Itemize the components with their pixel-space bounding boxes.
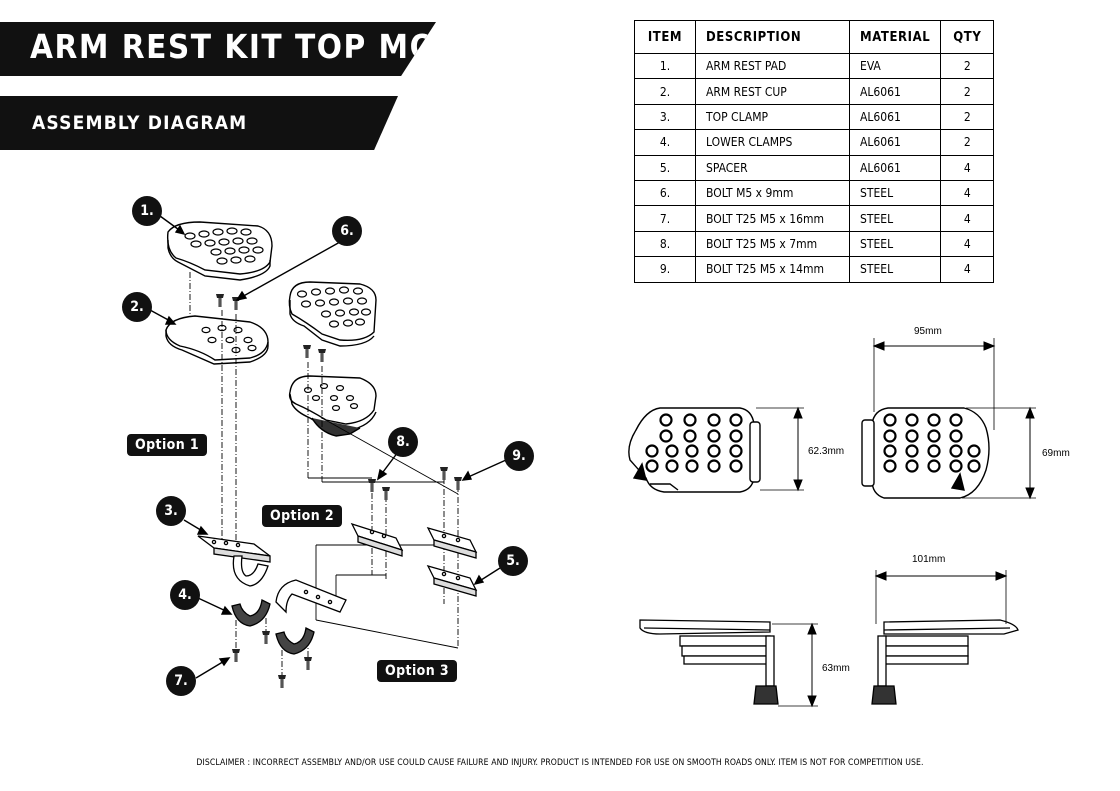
item-number: 4. bbox=[634, 129, 696, 156]
option3-clamp bbox=[275, 579, 347, 614]
table-row: 2. ARM REST CUP AL6061 2 bbox=[634, 78, 995, 105]
callout-7: 7. bbox=[166, 666, 196, 696]
arm-rest-cup-right bbox=[288, 375, 377, 437]
page-title: ARM REST KIT TOP MOUNT bbox=[30, 27, 511, 66]
callout-5: 5. bbox=[498, 546, 528, 576]
dimension-lines bbox=[756, 338, 1036, 708]
dim-height-left: 62.3mm bbox=[808, 446, 845, 457]
item-material: STEEL bbox=[848, 256, 942, 283]
item-qty: 2 bbox=[940, 129, 995, 156]
side-view-left bbox=[639, 619, 779, 705]
top-clamp bbox=[197, 535, 271, 587]
callout-1: 1. bbox=[132, 196, 162, 226]
table-row: 4. LOWER CLAMPS AL6061 2 bbox=[634, 129, 995, 156]
table-row: 9. BOLT T25 M5 x 14mm STEEL 4 bbox=[634, 256, 995, 283]
item-description: BOLT M5 x 9mm bbox=[695, 179, 850, 207]
item-qty: 2 bbox=[940, 78, 995, 105]
arm-rest-pad-right bbox=[288, 281, 377, 347]
item-description: SPACER bbox=[695, 154, 850, 181]
lower-clamps bbox=[231, 599, 315, 655]
arm-rest-pad-left bbox=[166, 221, 273, 281]
item-material: AL6061 bbox=[848, 129, 942, 156]
item-description: BOLT T25 M5 x 14mm bbox=[695, 256, 850, 283]
disclaimer-text: DISCLAIMER : INCORRECT ASSEMBLY AND/OR U… bbox=[196, 758, 924, 768]
item-material: AL6061 bbox=[848, 78, 942, 105]
parts-table-header-row: ITEM DESCRIPTION MATERIAL QTY bbox=[634, 20, 995, 54]
item-number: 8. bbox=[634, 230, 696, 258]
callout-2: 2. bbox=[122, 292, 152, 322]
item-number: 5. bbox=[634, 154, 696, 181]
top-view-left bbox=[628, 407, 761, 493]
header-qty: QTY bbox=[940, 20, 995, 54]
spacers bbox=[350, 522, 478, 597]
item-number: 9. bbox=[634, 256, 696, 283]
arm-rest-cup-left bbox=[165, 315, 269, 365]
dim-width-top: 95mm bbox=[914, 326, 942, 337]
callout-leaders bbox=[149, 215, 507, 679]
dim-height-side: 63mm bbox=[822, 663, 850, 674]
parts-table: ITEM DESCRIPTION MATERIAL QTY 1. ARM RES… bbox=[634, 20, 995, 283]
bolts-t25 bbox=[232, 467, 462, 688]
side-view-right bbox=[871, 619, 1019, 705]
table-row: 1. ARM REST PAD EVA 2 bbox=[634, 52, 995, 80]
option-1-label: Option 1 bbox=[127, 434, 208, 456]
dim-height-right: 69mm bbox=[1042, 448, 1070, 459]
item-number: 3. bbox=[634, 103, 696, 131]
page-subtitle: ASSEMBLY DIAGRAM bbox=[32, 112, 248, 134]
callout-4: 4. bbox=[170, 580, 200, 610]
item-description: ARM REST PAD bbox=[695, 52, 850, 80]
top-view-right bbox=[861, 407, 990, 499]
dim-width-side: 101mm bbox=[912, 554, 946, 565]
item-material: EVA bbox=[848, 52, 942, 80]
item-qty: 4 bbox=[940, 179, 995, 207]
callout-3: 3. bbox=[156, 496, 186, 526]
subtitle-banner: ASSEMBLY DIAGRAM bbox=[0, 96, 398, 150]
table-row: 7. BOLT T25 M5 x 16mm STEEL 4 bbox=[634, 205, 995, 232]
title-banner: ARM REST KIT TOP MOUNT bbox=[0, 22, 436, 76]
option-3-label: Option 3 bbox=[377, 660, 458, 682]
option-projection-lines bbox=[308, 417, 459, 649]
item-number: 1. bbox=[634, 52, 696, 80]
callout-9: 9. bbox=[504, 441, 534, 471]
callout-6: 6. bbox=[332, 216, 362, 246]
option-2-label: Option 2 bbox=[262, 505, 343, 527]
callout-8: 8. bbox=[388, 427, 418, 457]
item-qty: 4 bbox=[940, 256, 995, 283]
table-row: 8. BOLT T25 M5 x 7mm STEEL 4 bbox=[634, 230, 995, 258]
item-description: ARM REST CUP bbox=[695, 78, 850, 105]
item-number: 2. bbox=[634, 78, 696, 105]
header-material: MATERIAL bbox=[848, 20, 942, 54]
